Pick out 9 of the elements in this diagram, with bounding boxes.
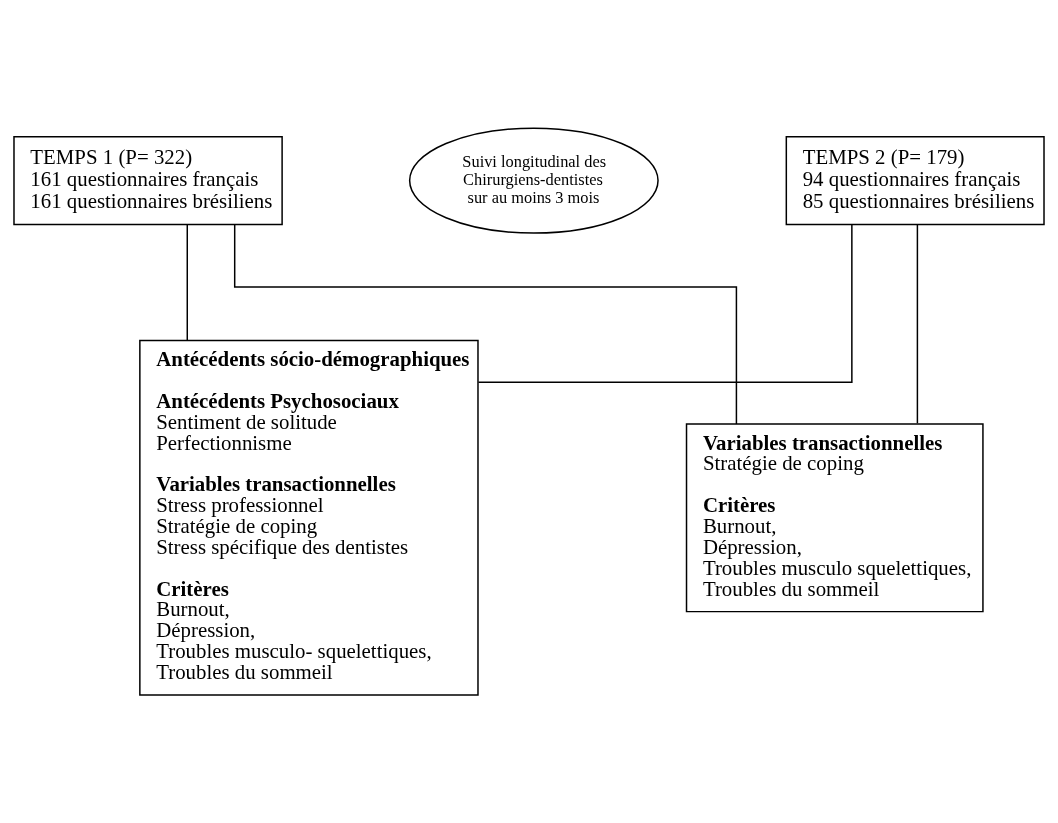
- node-box: TEMPS 2 (P= 179) 94 questionnaires français 85 questionnaires brésiliens: [785, 135, 1045, 226]
- connector: [477, 224, 853, 383]
- connector: [916, 223, 919, 424]
- node-ellipse: Suivi longitudinal des Chirurgiens-dentistes sur au moins 3 mois: [408, 127, 659, 234]
- connector: [186, 223, 188, 342]
- connector: [233, 224, 738, 425]
- node-box: Antécédents sócio-démographiques Antécédents Psychosociaux Sentiment de solitude Perfectionnisme Variables transactionnelles Stress professionnel Stratégie de coping Stress spécifique des dentistes Critères Burnout, Dépression, Troubles musculo- squelettiques, Troubles du sommeil: [139, 339, 479, 696]
- node-box: TEMPS 1 (P= 322) 161 questionnaires français 161 questionnaires brésiliens: [13, 135, 283, 226]
- node-box: Variables transactionnelles Stratégie de coping Critères Burnout, Dépression, Troubles musculo squelettiques, Troubles du sommeil: [685, 423, 984, 613]
